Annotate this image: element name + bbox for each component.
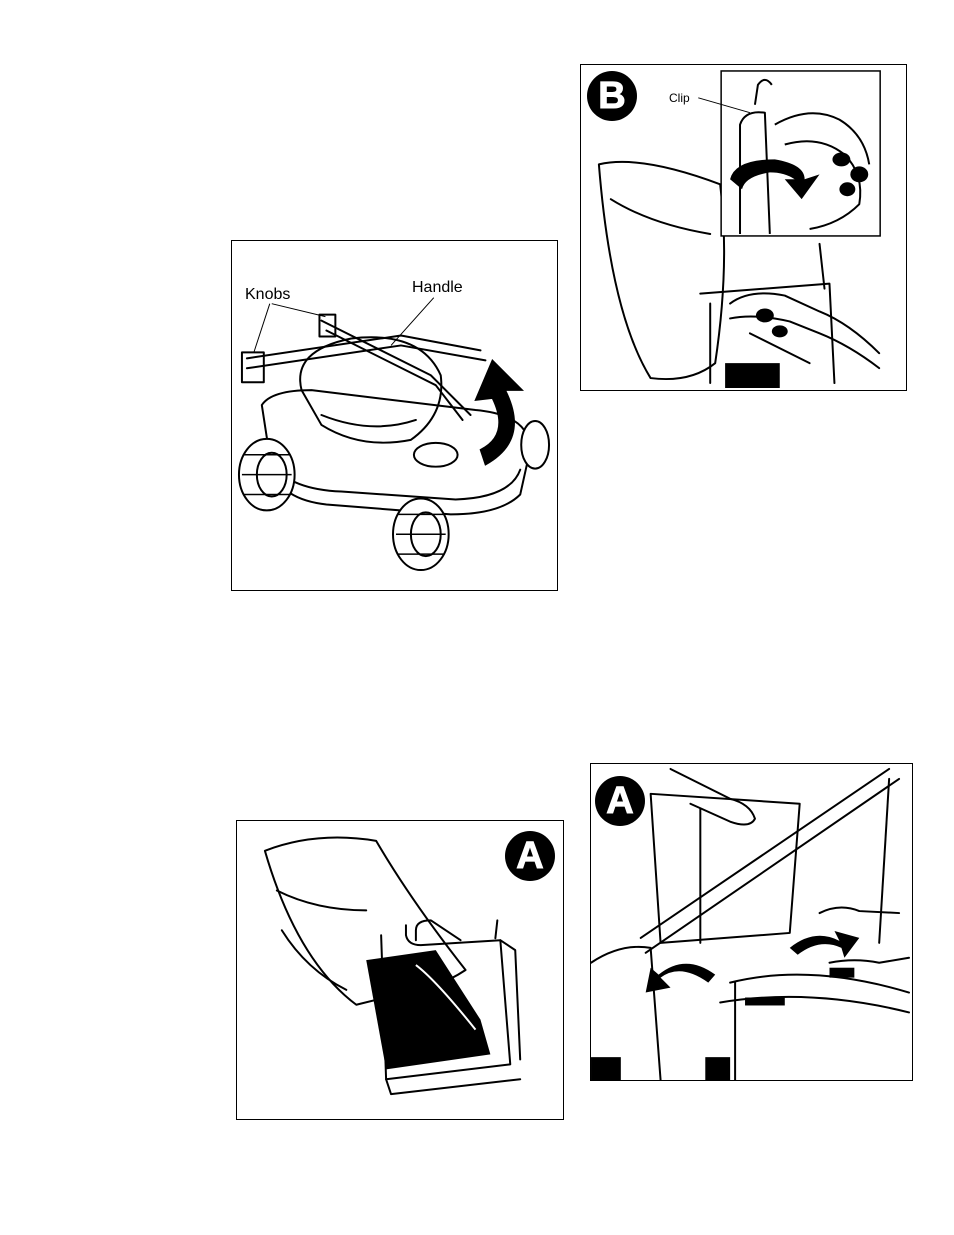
figure-a-bag-install: A (590, 763, 913, 1081)
bag-clip-illustration (581, 65, 906, 390)
figure-mower-handle: Knobs Handle (231, 240, 558, 591)
figure-a-bag-frame: A (236, 820, 564, 1120)
figure-a-badge-2: A (595, 776, 645, 826)
figure-b-bag-clip: B Clip (580, 64, 907, 391)
figure-a-badge-1: A (505, 831, 555, 881)
figure-b-badge: B (587, 71, 637, 121)
handle-label: Handle (412, 279, 463, 297)
clip-label: Clip (669, 91, 690, 105)
knobs-label: Knobs (245, 286, 290, 304)
